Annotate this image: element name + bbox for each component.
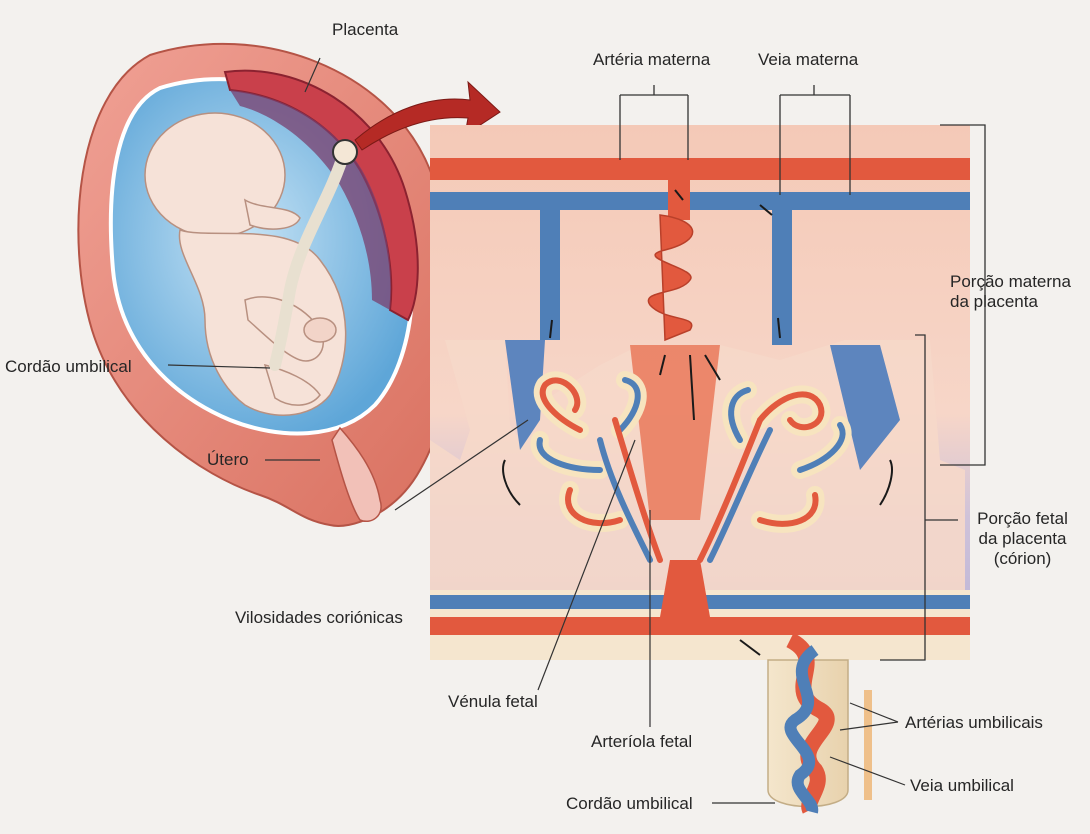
label-porcao-fetal: Porção fetal da placenta (córion) bbox=[960, 509, 1085, 569]
label-arterias-umbilicais: Artérias umbilicais bbox=[905, 713, 1043, 733]
maternal-artery-descending bbox=[668, 180, 690, 220]
label-veia-umbilical: Veia umbilical bbox=[910, 776, 1014, 796]
maternal-artery-band bbox=[430, 158, 970, 180]
section-marker bbox=[333, 140, 357, 164]
label-cordao-umbilical-bottom: Cordão umbilical bbox=[566, 794, 693, 814]
label-porcao-materna: Porção materna da placenta bbox=[950, 272, 1071, 312]
label-venula-fetal: Vénula fetal bbox=[448, 692, 538, 712]
maternal-vein-right bbox=[772, 205, 792, 345]
label-utero: Útero bbox=[207, 450, 249, 470]
chorionic-artery-band bbox=[430, 617, 970, 635]
label-vilosidades: Vilosidades coriónicas bbox=[235, 608, 403, 628]
label-veia-materna: Veia materna bbox=[758, 50, 858, 70]
label-arteria-materna: Artéria materna bbox=[593, 50, 710, 70]
label-arteriola-fetal: Arteríola fetal bbox=[591, 732, 692, 752]
label-cordao-umbilical-top: Cordão umbilical bbox=[5, 357, 132, 377]
maternal-vein-left bbox=[540, 205, 560, 340]
label-placenta: Placenta bbox=[332, 20, 398, 40]
maternal-vein-band bbox=[430, 192, 970, 210]
